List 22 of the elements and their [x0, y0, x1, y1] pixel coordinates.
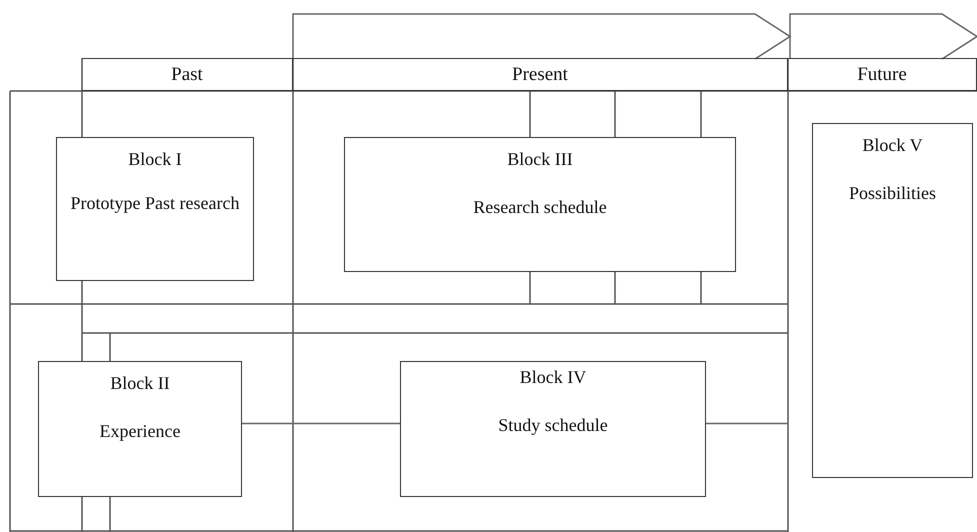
column-header: Present: [293, 58, 788, 91]
block-box: [56, 137, 254, 281]
block-title: Block III: [506, 148, 574, 170]
block-description: Possibilities: [848, 182, 938, 204]
block-box: [38, 361, 242, 497]
chevron-shape: [293, 14, 790, 59]
block-title: Block V: [861, 134, 924, 156]
column-header: Future: [788, 58, 977, 91]
connector-line: [242, 422, 400, 424]
block-title: Block IV: [518, 366, 588, 388]
block-description: Study schedule: [497, 414, 609, 436]
column-header: Past: [82, 58, 293, 91]
block-title: Block II: [109, 372, 171, 394]
block-box: [812, 123, 973, 478]
block-description: Prototype Past research: [70, 192, 240, 214]
chevron-shape: [790, 14, 977, 59]
block-box: [400, 361, 706, 497]
block-title: Block I: [127, 148, 183, 170]
block-description: Experience: [98, 420, 182, 442]
block-box: [344, 137, 736, 272]
block-description: Research schedule: [472, 196, 608, 218]
connector-line: [706, 422, 788, 424]
